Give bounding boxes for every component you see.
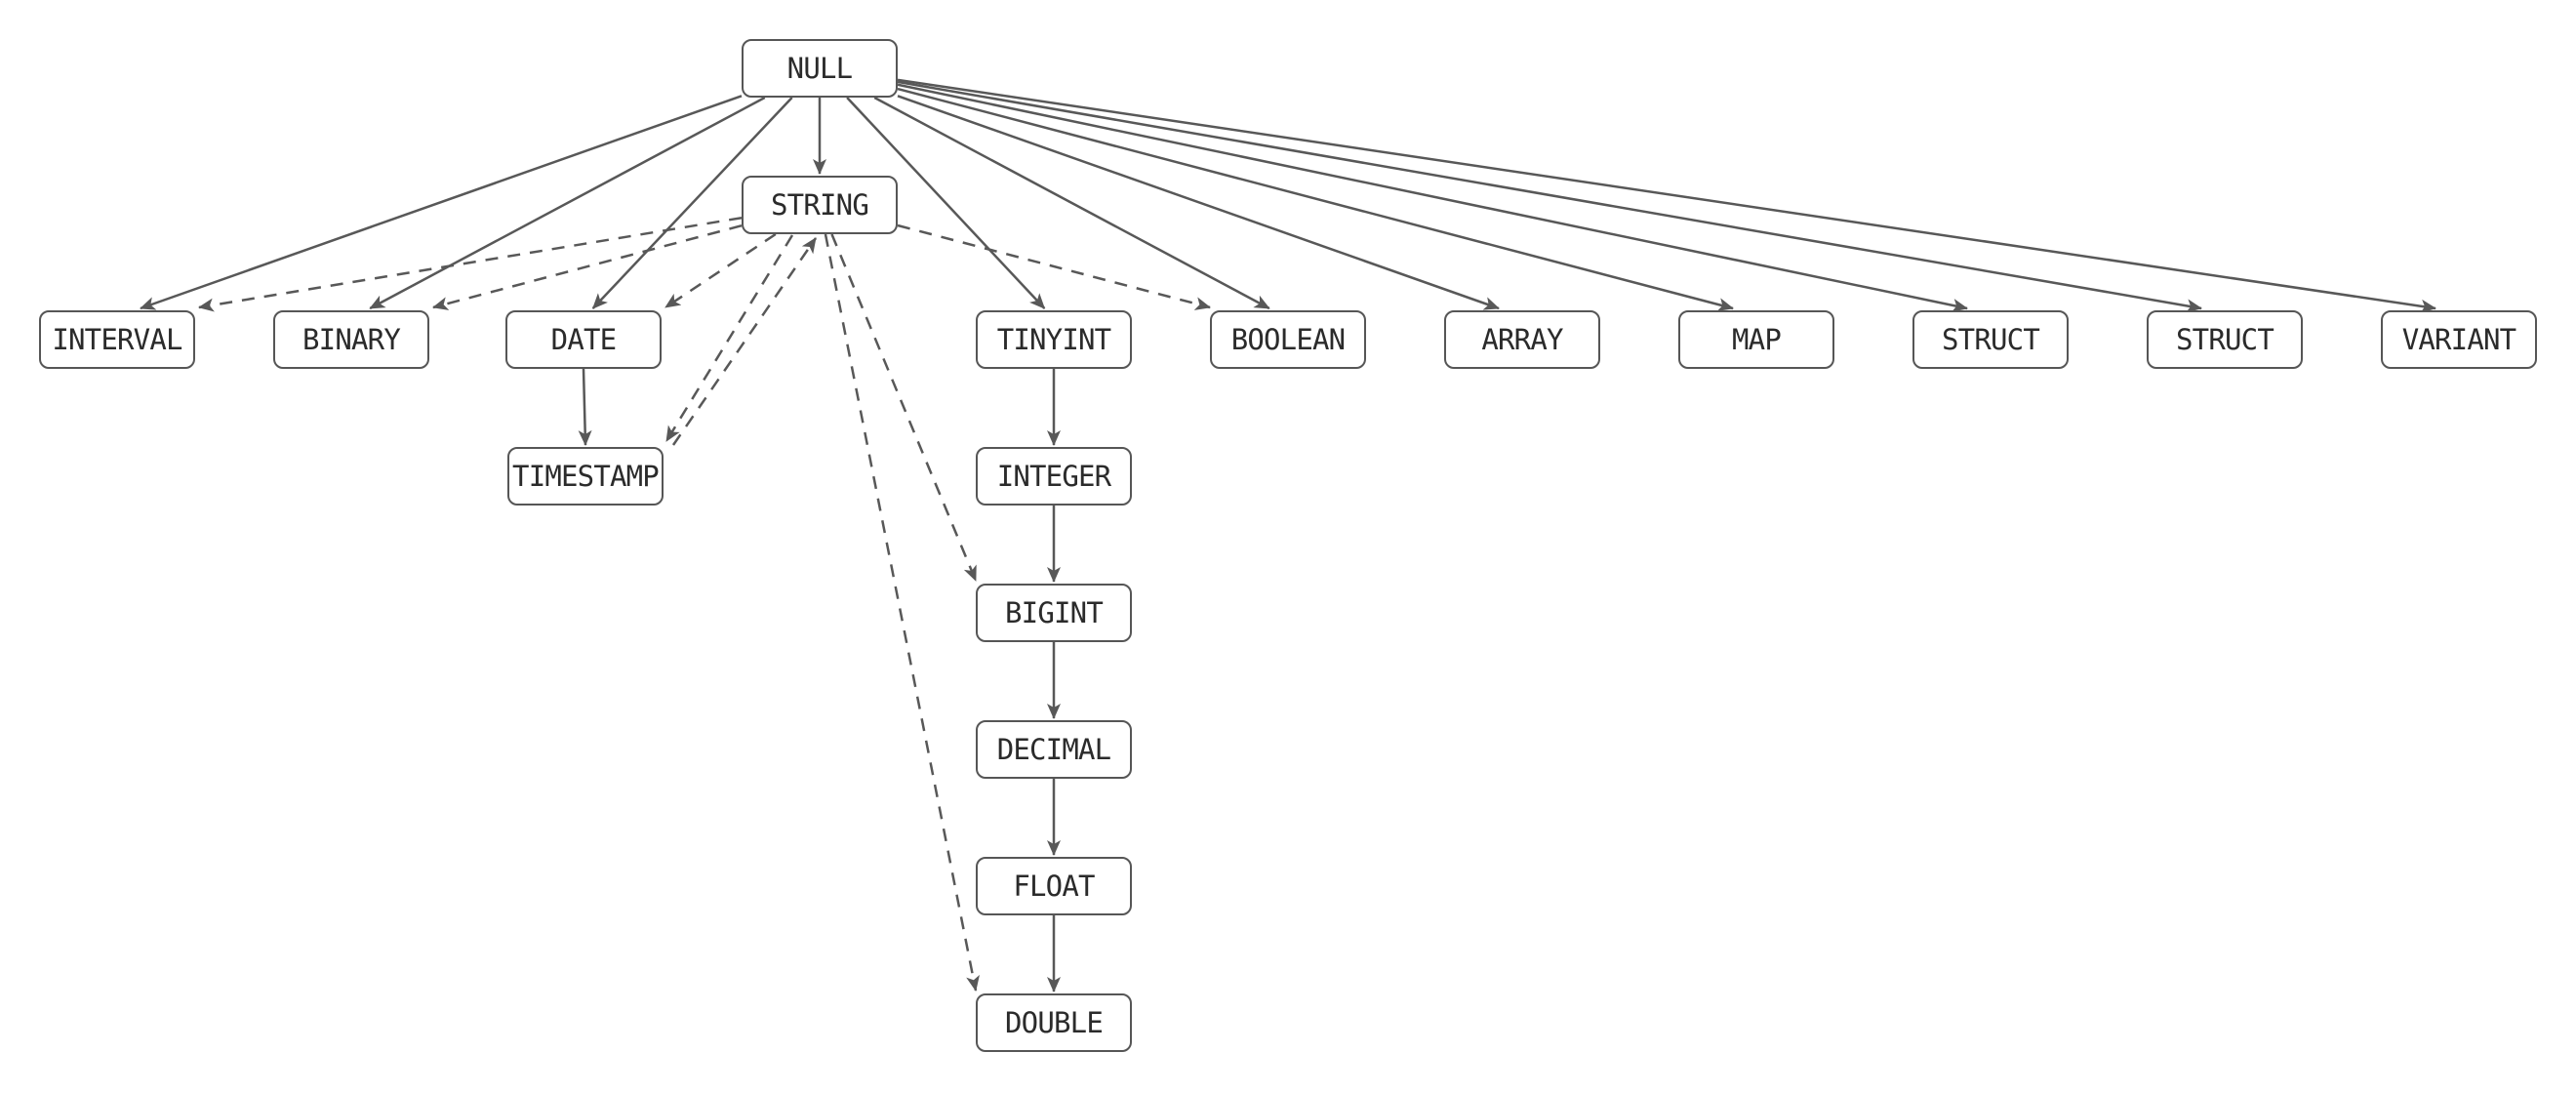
edge-string-boolean [897,223,1211,310]
edge-null-interval [140,95,743,310]
node-label-double: DOUBLE [1005,1006,1104,1039]
edge-null-date [591,97,793,309]
node-tinyint: TINYINT [976,310,1132,369]
node-label-variant: VARIANT [2401,323,2516,356]
node-string: STRING [742,176,898,234]
node-variant: VARIANT [2381,310,2537,369]
edge-string-timestamp [664,234,794,442]
node-binary: BINARY [273,310,429,369]
edge-string-bigint [830,233,978,582]
node-label-float: FLOAT [1013,870,1095,903]
edge-null-struct2 [897,80,2202,313]
node-decimal: DECIMAL [976,720,1132,779]
edge-string-double [824,233,980,992]
node-date: DATE [505,310,662,369]
edge-null-boolean [873,96,1270,310]
node-label-tinyint: TINYINT [996,323,1111,356]
edge-date-timestamp [578,368,592,446]
node-label-decimal: DECIMAL [996,733,1111,766]
node-boolean: BOOLEAN [1210,310,1366,369]
node-label-null: NULL [786,52,853,85]
node-integer: INTEGER [976,447,1132,506]
edge-timestamp-string [671,237,818,446]
node-label-interval: INTERVAL [52,323,182,356]
node-label-timestamp: TIMESTAMP [512,460,660,493]
node-label-string: STRING [771,188,869,222]
node-struct1: STRUCT [1912,310,2069,369]
edge-string-binary [432,224,743,310]
edge-null-binary [369,96,766,310]
edge-null-tinyint [846,97,1046,309]
node-null: NULL [742,39,898,98]
node-array: ARRAY [1444,310,1600,369]
node-timestamp: TIMESTAMP [507,447,664,506]
node-label-bigint: BIGINT [1005,596,1104,629]
edge-null-map [897,87,1734,311]
node-label-map: MAP [1732,323,1782,356]
node-label-integer: INTEGER [996,460,1111,493]
edge-null-variant [897,78,2436,313]
edge-string-date [664,232,777,309]
node-label-date: DATE [550,323,617,356]
node-label-boolean: BOOLEAN [1230,323,1346,356]
node-label-struct2: STRUCT [2176,323,2274,356]
node-bigint: BIGINT [976,584,1132,642]
node-double: DOUBLE [976,993,1132,1052]
edge-null-array [897,95,1500,310]
node-interval: INTERVAL [39,310,195,369]
node-label-binary: BINARY [302,323,401,356]
edge-string-interval [198,216,743,312]
node-map: MAP [1678,310,1834,369]
node-struct2: STRUCT [2147,310,2303,369]
node-float: FLOAT [976,857,1132,915]
edge-null-struct1 [897,83,1968,312]
node-label-struct1: STRUCT [1942,323,2040,356]
node-label-array: ARRAY [1481,323,1563,356]
